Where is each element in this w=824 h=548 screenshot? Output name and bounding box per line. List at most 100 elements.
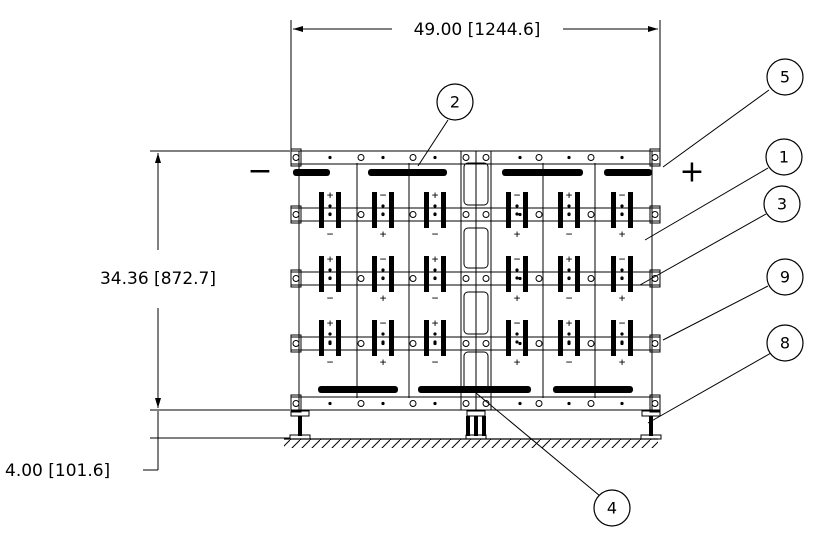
rail-bolt bbox=[357, 400, 365, 407]
side-bracket bbox=[649, 394, 661, 413]
cell-terminal-bar bbox=[424, 256, 429, 292]
rail-bolt bbox=[587, 340, 595, 347]
cell-terminal-bar bbox=[441, 192, 446, 228]
cell-polarity-mark: − bbox=[432, 292, 439, 305]
cell-dot bbox=[515, 212, 519, 216]
balloon-2-label: 2 bbox=[450, 93, 460, 112]
cell-dot bbox=[328, 340, 332, 344]
cell-polarity-mark: + bbox=[619, 292, 626, 305]
stand-dimension-label: 4.00 [101.6] bbox=[5, 461, 110, 481]
stand-dimension: 4.00 [101.6] bbox=[5, 411, 290, 481]
cell-polarity-mark: + bbox=[432, 189, 439, 202]
cell-terminal-bar bbox=[611, 192, 616, 228]
cell-polarity-mark: + bbox=[566, 317, 573, 330]
rail-bolt bbox=[409, 340, 417, 347]
side-bracket bbox=[290, 269, 302, 288]
top-connector-bar bbox=[293, 169, 330, 176]
cell-dot bbox=[381, 276, 385, 280]
cell-terminal-bar bbox=[611, 320, 616, 356]
battery-rack: +−−++−−++−−++−−++−−++−−++−−++−−++−−+ bbox=[289, 148, 662, 440]
cell-terminal-bar bbox=[319, 192, 324, 228]
height-dimension-label: 34.36 [872.7] bbox=[100, 269, 216, 289]
cell-dot bbox=[620, 332, 624, 336]
rail-bolt bbox=[651, 340, 659, 347]
cell-terminal-bar bbox=[558, 320, 563, 356]
cell-dot bbox=[515, 340, 519, 344]
cell-dot bbox=[433, 332, 437, 336]
rail-dot bbox=[518, 155, 522, 160]
cell-dot bbox=[433, 268, 437, 272]
side-bracket bbox=[290, 334, 302, 353]
cell-polarity-mark: − bbox=[380, 317, 387, 330]
rail-dot bbox=[518, 276, 522, 281]
top-connector-bar bbox=[368, 169, 447, 176]
cell-polarity-mark: − bbox=[514, 189, 521, 202]
rail-bolt bbox=[587, 154, 595, 161]
cell-polarity-mark: + bbox=[380, 228, 387, 241]
bottom-connector-bar bbox=[553, 386, 633, 393]
rail-bolt bbox=[587, 275, 595, 282]
channel-window bbox=[463, 291, 489, 335]
rail-bolt bbox=[357, 211, 365, 218]
rail-dot bbox=[518, 341, 522, 346]
width-dimension-label: 49.00 [1244.6] bbox=[414, 20, 541, 40]
rail-bolt bbox=[535, 340, 543, 347]
rail-bolt bbox=[462, 275, 470, 282]
balloon-3-label: 3 bbox=[777, 195, 787, 214]
rail-bolt bbox=[409, 154, 417, 161]
cell-dot bbox=[381, 332, 385, 336]
cell-terminal-bar bbox=[372, 256, 377, 292]
cell-dot bbox=[328, 204, 332, 208]
rail-bolt bbox=[535, 275, 543, 282]
cell-polarity-mark: − bbox=[327, 228, 334, 241]
rail-dot bbox=[620, 401, 624, 406]
rail-bolt bbox=[292, 275, 300, 282]
height-dimension: 34.36 [872.7] bbox=[100, 150, 290, 411]
rail-bolt bbox=[651, 400, 659, 407]
cell-dot bbox=[328, 332, 332, 336]
rail-bolt bbox=[535, 154, 543, 161]
cell-terminal-bar bbox=[319, 256, 324, 292]
cell-dot bbox=[328, 212, 332, 216]
rail-bolt bbox=[357, 275, 365, 282]
floor bbox=[284, 438, 658, 448]
rail-bolt bbox=[535, 211, 543, 218]
rail-dot bbox=[567, 155, 571, 160]
width-dimension: 49.00 [1244.6] bbox=[290, 20, 661, 150]
cell-dot bbox=[381, 212, 385, 216]
cell-polarity-mark: + bbox=[619, 228, 626, 241]
cell-dot bbox=[515, 276, 519, 280]
cell-terminal-bar bbox=[558, 192, 563, 228]
cell-polarity-mark: − bbox=[619, 253, 626, 266]
cell-polarity-mark: − bbox=[566, 292, 573, 305]
cell-dot bbox=[433, 276, 437, 280]
cell-terminal-bar bbox=[441, 256, 446, 292]
rail-bolt bbox=[462, 400, 470, 407]
cell-dot bbox=[433, 212, 437, 216]
cell-polarity-mark: + bbox=[380, 292, 387, 305]
channel-window bbox=[463, 227, 489, 269]
cell-terminal-bar bbox=[336, 192, 341, 228]
rail-bolt bbox=[357, 154, 365, 161]
cell-dot bbox=[567, 276, 571, 280]
rail-dot bbox=[433, 155, 437, 160]
cell-polarity-mark: + bbox=[566, 189, 573, 202]
cell-terminal-bar bbox=[441, 320, 446, 356]
bottom-connector-bar bbox=[318, 386, 398, 393]
balloon-1: 1 bbox=[644, 138, 803, 241]
cell-polarity-mark: − bbox=[380, 189, 387, 202]
foot-post bbox=[298, 416, 302, 436]
balloon-5: 5 bbox=[662, 58, 804, 168]
balloon-1-label: 1 bbox=[779, 148, 789, 167]
cell-polarity-mark: + bbox=[432, 253, 439, 266]
cell-terminal-bar bbox=[506, 192, 511, 228]
cell-dot bbox=[515, 204, 519, 208]
cell-terminal-bar bbox=[575, 256, 580, 292]
foot-post bbox=[482, 416, 486, 436]
rail-dot bbox=[381, 155, 385, 160]
rail-dot bbox=[620, 155, 624, 160]
cell-dot bbox=[328, 276, 332, 280]
rail-bolt bbox=[587, 211, 595, 218]
rail-bolt bbox=[292, 340, 300, 347]
foot-post bbox=[474, 416, 478, 436]
